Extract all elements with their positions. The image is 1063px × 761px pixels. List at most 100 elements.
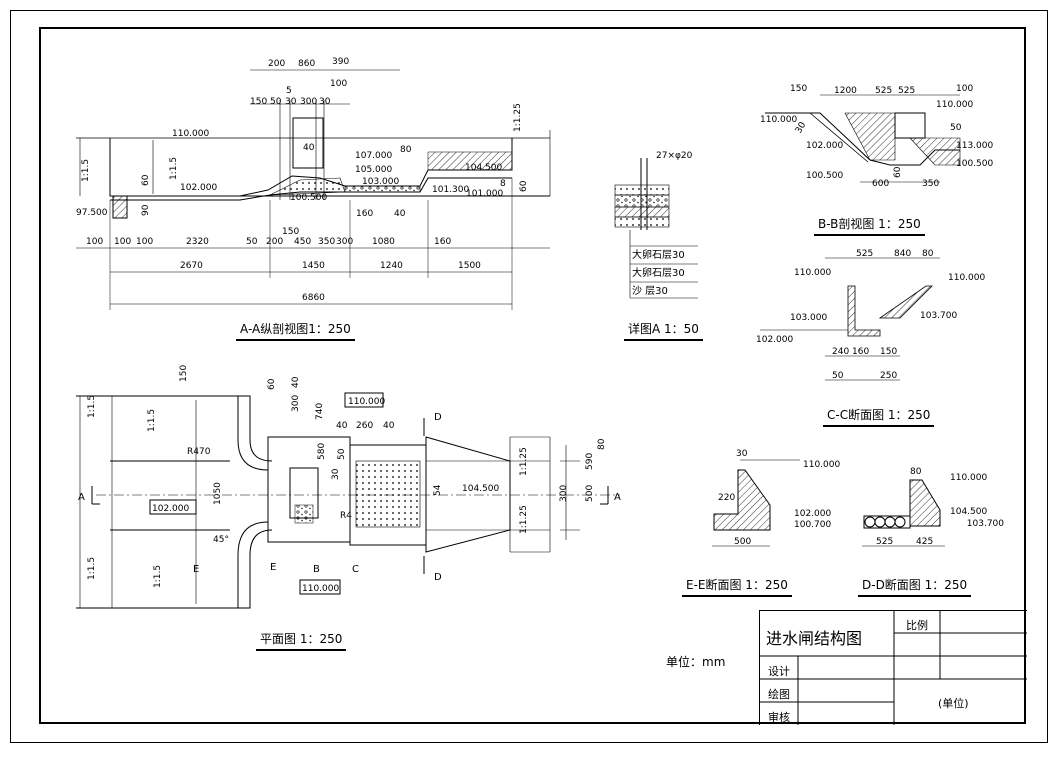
aa-misc-60b: 60 — [519, 180, 529, 192]
aa-dim-860: 860 — [298, 59, 315, 69]
aa-total: 6860 — [302, 293, 325, 303]
plan-slope-3: 1:1.5 — [87, 557, 97, 580]
plan-label-d-bottom: D — [434, 572, 442, 583]
plan-dim-54: 54 — [433, 484, 443, 496]
detail-a — [614, 158, 698, 299]
plan-label-d-top: D — [434, 412, 442, 423]
caption-ee: E-E断面图 1：250 — [682, 578, 792, 597]
unit-cell: (单位) — [938, 697, 969, 710]
cc-dim-840: 840 — [894, 249, 911, 259]
aa-elev-104-5: 104.500 — [465, 163, 502, 173]
dd-dim-425: 425 — [916, 537, 933, 547]
bb-dim-50: 50 — [950, 123, 962, 133]
row-design: 设计 — [768, 665, 790, 678]
cc-elev-110a: 110.000 — [794, 268, 831, 278]
caption-detail-a: 详图A 1：50 — [624, 322, 703, 341]
ee-elev-110: 110.000 — [803, 460, 840, 470]
bb-elev-100-5b: 100.500 — [956, 159, 993, 169]
bb-elev-110b: 110.000 — [760, 115, 797, 125]
section-dd — [862, 479, 945, 547]
cc-dim-250: 250 — [880, 371, 897, 381]
plan-dim-150: 150 — [179, 365, 189, 382]
cc-dim-150: 150 — [880, 347, 897, 357]
plan-dim-50: 50 — [337, 448, 347, 460]
plan-dim-500: 500 — [585, 485, 595, 502]
ee-elev-100-7: 100.700 — [794, 520, 831, 530]
aa-misc-160: 160 — [356, 209, 373, 219]
cc-elev-110b: 110.000 — [948, 273, 985, 283]
dd-elev-104-5: 104.500 — [950, 507, 987, 517]
aa-row1-11: 160 — [434, 237, 451, 247]
aa-elev-101-3: 101.300 — [432, 185, 469, 195]
sheet-outer-border — [10, 10, 1048, 743]
plan-dim-40c: 40 — [383, 421, 395, 431]
bb-dim-60: 60 — [893, 166, 903, 178]
aa-row2-0: 2670 — [180, 261, 203, 271]
cc-texts: 525 840 80 240 160 150 50 250 110.000 11… — [756, 249, 985, 381]
aa-row1-1: 100 — [114, 237, 131, 247]
plan-label-e-left: E — [193, 564, 199, 575]
aa-row1-6: 150 — [282, 227, 299, 237]
cc-elev-103-7: 103.700 — [920, 311, 957, 321]
plan-dim-80: 80 — [597, 438, 607, 450]
detail-a-layer-2: 大卵石层30 — [632, 266, 685, 279]
cc-dim-80: 80 — [922, 249, 934, 259]
plan-dim-300: 300 — [291, 395, 301, 412]
aa-dim-5: 5 — [286, 86, 292, 96]
aa-dim-200: 200 — [268, 59, 285, 69]
aa-misc-80: 80 — [400, 145, 412, 155]
row-review: 审核 — [768, 711, 790, 724]
bb-dim-100: 100 — [956, 84, 973, 94]
caption-cc: C-C断面图 1：250 — [822, 408, 935, 427]
aa-row1-10: 1080 — [372, 237, 395, 247]
plan-label-e-right: E — [270, 562, 276, 573]
cc-elev-102: 102.000 — [756, 335, 793, 345]
aa-misc-60: 60 — [141, 174, 151, 186]
plan-dim-40a: 40 — [291, 376, 301, 388]
aa-row1-0: 100 — [86, 237, 103, 247]
cc-elev-103: 103.000 — [790, 313, 827, 323]
aa-row1-2: 100 — [136, 237, 153, 247]
bb-dim-350: 350 — [922, 179, 939, 189]
aa-row1-5: 200 — [266, 237, 283, 247]
bb-elev-110a: 110.000 — [936, 100, 973, 110]
aa-dim-50: 50 — [270, 97, 282, 107]
aa-dimension-texts: 200 860 390 5 100 150 50 30 300 30 110.0… — [76, 57, 529, 303]
plan-elev-110-bottom: 110.000 — [302, 584, 339, 594]
detail-a-layer-1: 大卵石层30 — [632, 248, 685, 261]
plan-view — [76, 392, 620, 609]
aa-row1-3: 2320 — [186, 237, 209, 247]
bb-dim-150: 150 — [790, 84, 807, 94]
plan-elev-104-5: 104.500 — [462, 484, 499, 494]
plan-dim-60: 60 — [267, 378, 277, 390]
aa-row1-9: 300 — [336, 237, 353, 247]
plan-slope-4: 1:1.5 — [153, 565, 163, 588]
cc-dim-525: 525 — [856, 249, 873, 259]
aa-misc-40b: 40 — [394, 209, 406, 219]
plan-dim-40b: 40 — [336, 421, 348, 431]
dd-dim-80: 80 — [910, 467, 922, 477]
dd-elev-110: 110.000 — [950, 473, 987, 483]
cc-dim-160: 160 — [852, 347, 869, 357]
aa-row1-8: 350 — [318, 237, 335, 247]
aa-elev-110: 110.000 — [172, 129, 209, 139]
caption-dd: D-D断面图 1：250 — [857, 578, 972, 597]
section-bb — [765, 94, 961, 183]
aa-misc-90: 90 — [141, 204, 151, 216]
ee-elev-102: 102.000 — [794, 509, 831, 519]
aa-elev-107: 107.000 — [355, 151, 392, 161]
aa-elev-100-5: 100.500 — [290, 193, 327, 203]
aa-slope-left: 1:1.5 — [81, 159, 91, 182]
bb-dim-600: 600 — [872, 179, 889, 189]
plan-dim-590: 590 — [585, 453, 595, 470]
plan-label-r470: R470 — [187, 447, 211, 457]
plan-texts: A A B C D D E E R470 R4 45° 150 60 40 30… — [78, 365, 621, 594]
plan-label-c: C — [352, 564, 359, 575]
drawing-title: 进水闸结构图 — [766, 629, 863, 648]
plan-slope-2: 1:1.5 — [147, 409, 157, 432]
aa-row2-1: 1450 — [302, 261, 325, 271]
plan-elev-102: 102.000 — [152, 504, 189, 514]
caption-aa: A-A纵剖视图1：250 — [236, 322, 355, 341]
plan-slope-6: 1:1.25 — [519, 505, 529, 534]
